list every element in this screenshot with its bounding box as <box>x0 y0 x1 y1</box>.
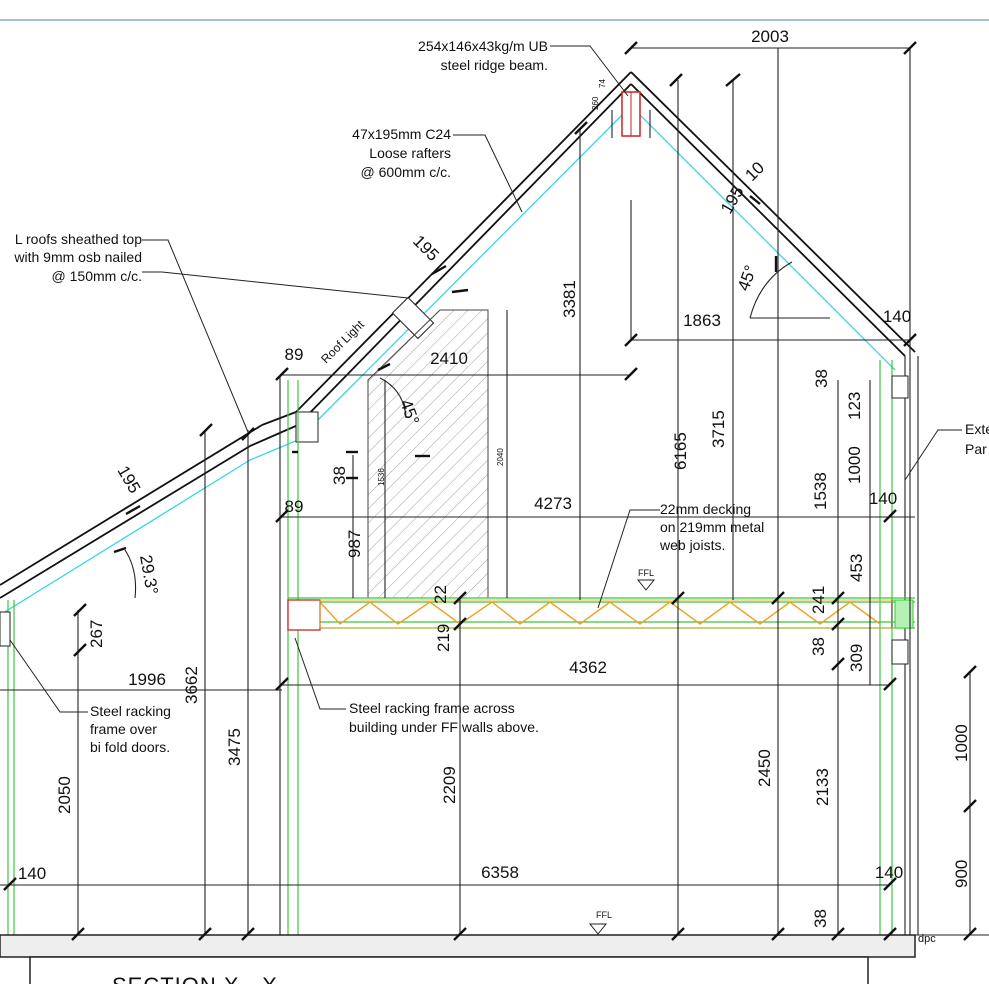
dim-74: 74 <box>598 79 607 88</box>
svg-text:22mm decking: 22mm decking <box>660 501 751 517</box>
dim-140-top: 140 <box>883 307 911 326</box>
note-racking-left: Steel racking frame over bi fold doors. <box>90 703 171 755</box>
note-sheathing: L roofs sheathed top with 9mm osb nailed… <box>13 231 142 284</box>
dim-2450: 2450 <box>755 749 774 787</box>
dim-10: 10 <box>741 158 768 185</box>
svg-text:Steel racking frame across: Steel racking frame across <box>349 700 515 716</box>
dim-38-a: 38 <box>330 466 349 485</box>
ffl-label-lower: FFL <box>596 910 612 920</box>
dim-3662: 3662 <box>182 666 201 704</box>
svg-text:steel ridge beam.: steel ridge beam. <box>441 57 548 73</box>
dim-22: 22 <box>431 585 450 604</box>
dimension-labels: 2003 74 260 10 195 45° 1863 140 3381 371… <box>18 27 971 928</box>
dim-3475: 3475 <box>225 728 244 766</box>
dim-4273: 4273 <box>534 494 572 513</box>
dim-1996: 1996 <box>128 670 166 689</box>
ground-slab <box>0 934 989 984</box>
dim-29-angle: 29.3° <box>136 553 162 596</box>
svg-text:Steel racking: Steel racking <box>90 703 171 719</box>
dim-195-mid: 195 <box>409 231 442 264</box>
dim-3715: 3715 <box>709 410 728 448</box>
svg-text:Loose rafters: Loose rafters <box>369 145 451 161</box>
dim-38-b: 38 <box>812 369 831 388</box>
svg-text:on 219mm metal: on 219mm metal <box>660 519 764 535</box>
svg-text:frame over: frame over <box>90 721 157 737</box>
dim-1000-top: 1000 <box>845 446 864 484</box>
dim-1000-right: 1000 <box>952 724 971 762</box>
dim-241: 241 <box>809 586 828 614</box>
dim-140-mid: 140 <box>869 489 897 508</box>
svg-text:47x195mm C24: 47x195mm C24 <box>352 126 451 142</box>
svg-text:@ 150mm c/c.: @ 150mm c/c. <box>52 268 142 284</box>
dim-89-mid: 89 <box>285 497 304 516</box>
dim-89-top: 89 <box>285 345 304 364</box>
dim-900: 900 <box>952 860 971 888</box>
dim-195-right: 195 <box>717 183 748 217</box>
dim-123: 123 <box>845 392 864 420</box>
dim-140-bot-left: 140 <box>18 864 46 883</box>
svg-text:Exte: Exte <box>965 421 989 437</box>
note-ridge-beam: 254x146x43kg/m UB steel ridge beam. <box>418 38 548 73</box>
dim-2209: 2209 <box>440 766 459 804</box>
dim-309: 309 <box>847 644 866 672</box>
dim-2003: 2003 <box>751 27 789 46</box>
dimension-ticks <box>3 41 977 941</box>
dim-45-right: 45° <box>734 263 761 294</box>
dim-1536: 1536 <box>377 468 386 486</box>
note-rafters: 47x195mm C24 Loose rafters @ 600mm c/c. <box>352 126 451 180</box>
svg-text:@ 600mm c/c.: @ 600mm c/c. <box>361 164 451 180</box>
ffl-markers <box>588 579 656 935</box>
dim-38-d: 38 <box>811 909 830 928</box>
dim-38-c: 38 <box>809 637 828 656</box>
svg-text:L roofs sheathed top: L roofs sheathed top <box>15 231 142 247</box>
dim-260: 260 <box>591 96 600 110</box>
cyan-insulation-lines <box>0 105 896 616</box>
dim-1538: 1538 <box>811 472 830 510</box>
ffl-label-upper: FFL <box>638 568 654 578</box>
dim-3381: 3381 <box>560 280 579 318</box>
dim-987: 987 <box>345 530 364 558</box>
ridge-beam <box>611 91 651 138</box>
dim-140-bot-right: 140 <box>875 863 903 882</box>
svg-text:Par: Par <box>965 441 987 457</box>
svg-text:building under FF walls above.: building under FF walls above. <box>349 719 539 735</box>
dim-2040: 2040 <box>496 448 505 466</box>
dim-2410: 2410 <box>430 349 468 368</box>
svg-text:bi fold doors.: bi fold doors. <box>90 739 170 755</box>
svg-text:with 9mm osb nailed: with 9mm osb nailed <box>13 249 142 265</box>
dim-4362: 4362 <box>569 658 607 677</box>
leader-lines <box>9 45 962 713</box>
svg-text:254x146x43kg/m UB: 254x146x43kg/m UB <box>418 38 548 54</box>
note-external: Exte Par <box>965 421 989 457</box>
dim-267: 267 <box>87 620 106 648</box>
note-racking-mid: Steel racking frame across building unde… <box>349 700 539 735</box>
dim-195-left: 195 <box>114 463 145 497</box>
roof-light-label: Roof Light <box>318 317 367 366</box>
angle-arcs <box>124 261 830 599</box>
dim-219: 219 <box>434 624 453 652</box>
dimension-lines <box>0 47 989 936</box>
dim-2133: 2133 <box>813 768 832 806</box>
dim-453: 453 <box>847 554 866 582</box>
hatched-gable <box>367 309 489 599</box>
dim-2050: 2050 <box>55 776 74 814</box>
dim-1863: 1863 <box>683 311 721 330</box>
dpc-label: dpc <box>918 933 936 945</box>
dim-6358: 6358 <box>481 863 519 882</box>
note-decking: 22mm decking on 219mm metal web joists. <box>659 501 764 553</box>
section-title: SECTION X - X <box>112 973 278 984</box>
svg-text:web joists.: web joists. <box>659 537 725 553</box>
dim-6165: 6165 <box>671 432 690 470</box>
floor-joists <box>287 597 915 631</box>
